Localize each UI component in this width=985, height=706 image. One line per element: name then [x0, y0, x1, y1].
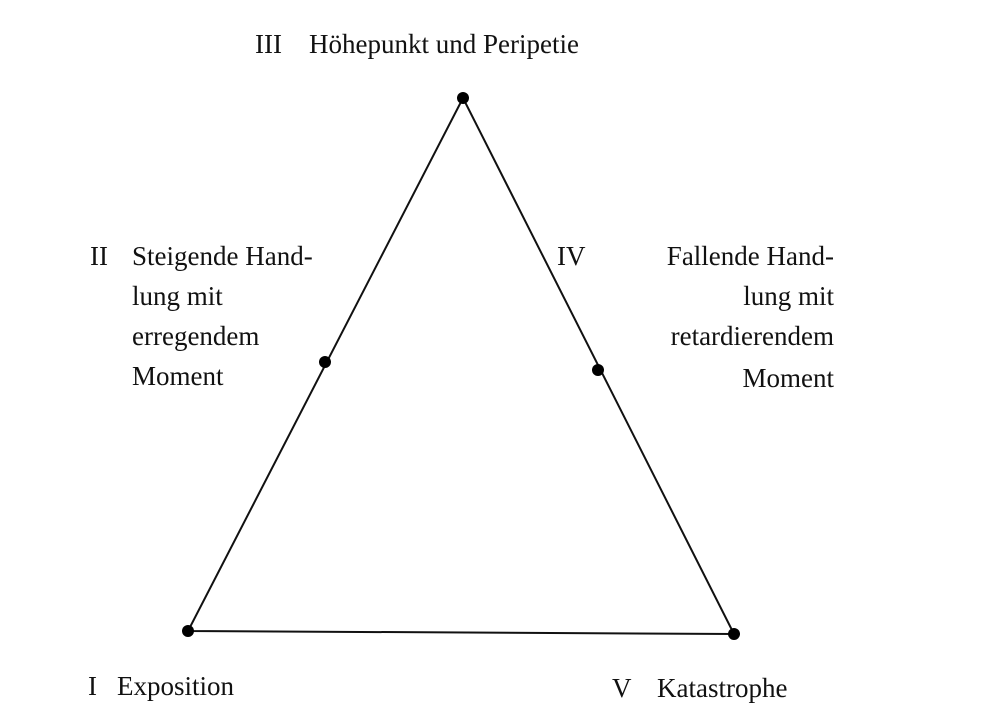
stage-numeral: V — [612, 673, 632, 703]
stage-label-line: lung mit — [743, 281, 834, 311]
stage-label-line: Moment — [132, 361, 224, 391]
stage-label-line: erregendem — [132, 321, 259, 351]
point-II-rising — [319, 356, 331, 368]
label-II: II Steigende Hand- lung mit erregendem M… — [90, 241, 313, 391]
stage-label: Katastrophe — [657, 673, 787, 703]
label-V: V Katastrophe — [612, 673, 787, 703]
stage-label-line: retardierendem — [671, 321, 834, 351]
pyramid-triangle — [186, 95, 736, 636]
stage-label-line: Steigende Hand- — [132, 241, 313, 271]
point-IV-falling — [592, 364, 604, 376]
stage-label-line: lung mit — [132, 281, 223, 311]
point-III-climax — [457, 92, 469, 104]
label-I: I Exposition — [88, 671, 235, 701]
stage-numeral: I — [88, 671, 97, 701]
label-III: III Höhepunkt und Peripetie — [255, 29, 579, 59]
stage-label-line: Fallende Hand- — [667, 241, 834, 271]
stage-numeral: IV — [557, 241, 586, 271]
stage-numeral: III — [255, 29, 282, 59]
stage-label-line: Moment — [743, 363, 835, 393]
stage-numeral: II — [90, 241, 108, 271]
point-V-catastrophe — [728, 628, 740, 640]
stage-label: Höhepunkt und Peripetie — [309, 29, 579, 59]
label-IV: IV Fallende Hand- lung mit retardierende… — [557, 241, 834, 393]
stage-label: Exposition — [117, 671, 235, 701]
point-I-exposition — [182, 625, 194, 637]
